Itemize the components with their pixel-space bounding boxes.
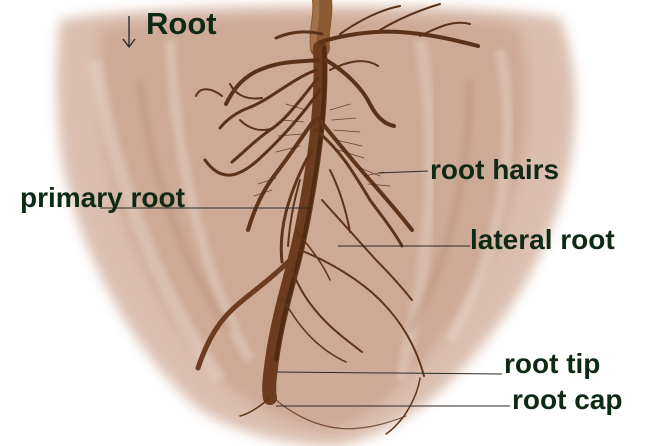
diagram-title: Root <box>146 6 217 41</box>
label-root-tip: root tip <box>504 348 601 379</box>
primary-root-shape <box>262 41 328 405</box>
label-primary-root: primary root <box>20 182 185 213</box>
label-root-cap: root cap <box>512 384 623 415</box>
down-arrow-icon <box>122 16 136 49</box>
label-lateral-root: lateral root <box>470 224 615 255</box>
soil-background <box>56 5 576 446</box>
leader-lines <box>100 170 510 407</box>
leader-line-root-hairs <box>377 170 429 174</box>
root-system <box>195 0 480 435</box>
label-root-hairs: root hairs <box>430 154 560 185</box>
leader-line-root-tip <box>275 371 503 375</box>
